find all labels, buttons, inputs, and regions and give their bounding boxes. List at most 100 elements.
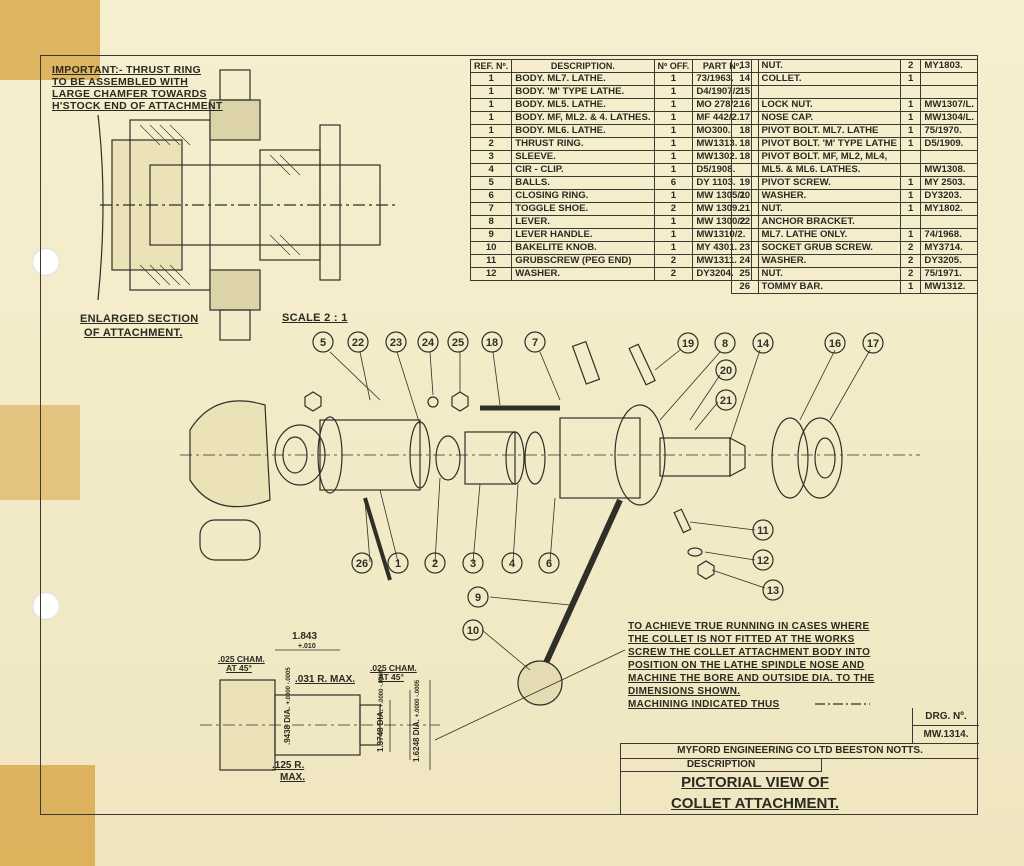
- parts-cell-desc: BODY. ML7. LATHE.: [511, 72, 655, 86]
- balloon-24: 24: [417, 331, 439, 353]
- parts-cell-ref: 4: [469, 163, 513, 177]
- parts-cell-part: MW1307/L.: [920, 98, 978, 112]
- parts-cell-ref: 11: [469, 254, 513, 268]
- dim-bore-dia: .9438 DIA. +.0000 -.0005: [283, 667, 292, 745]
- parts-cell-ref: 23: [731, 241, 759, 255]
- svg-text:11: 11: [757, 525, 769, 537]
- parts-cell-part: [920, 85, 978, 99]
- parts-cell-ref: 1: [469, 98, 513, 112]
- balloon-14: 14: [752, 332, 774, 354]
- svg-text:12: 12: [757, 555, 769, 567]
- parts-cell-off: 1: [653, 124, 694, 138]
- balloon-19: 19: [677, 332, 699, 354]
- svg-text:10: 10: [467, 625, 479, 637]
- title-block: DRG. Nº. MW.1314. MYFORD ENGINEERING CO …: [620, 708, 979, 815]
- parts-cell-ref: 13: [731, 59, 759, 73]
- parts-cell-part: [920, 150, 978, 164]
- parts-cell-desc: PIVOT BOLT. ML7. LATHE: [757, 124, 901, 138]
- dim-outer-dia-1: 1.3748 DIA. +.0000 -.0004: [376, 669, 385, 752]
- balloon-4: 4: [501, 552, 523, 574]
- svg-text:22: 22: [352, 337, 364, 349]
- parts-cell-off: 6: [653, 176, 694, 190]
- enlarged-section-view: [97, 69, 395, 341]
- parts-cell-part: MW1304/L.: [920, 111, 978, 125]
- parts-cell-ref: 26: [731, 280, 759, 294]
- tape-top-left: [0, 0, 100, 80]
- parts-cell-off: 2: [899, 267, 922, 281]
- parts-cell-desc: ANCHOR BRACKET.: [757, 215, 901, 229]
- parts-cell-off: 1: [653, 215, 694, 229]
- parts-cell-ref: 1: [469, 111, 513, 125]
- svg-text:18: 18: [486, 337, 498, 349]
- parts-cell-desc: BALLS.: [511, 176, 655, 190]
- parts-table-row: ML5. & ML6. LATHES.MW1308.: [731, 163, 978, 177]
- dim-chamfer-right: .025 CHAM.AT 45°: [370, 663, 417, 682]
- balloon-6: 6: [538, 552, 560, 574]
- parts-cell-ref: 12: [469, 267, 513, 281]
- balloon-23: 23: [385, 331, 407, 353]
- parts-cell-ref: 21: [731, 202, 759, 216]
- balloon-3: 3: [462, 552, 484, 574]
- parts-cell-off: 2: [899, 254, 922, 268]
- svg-text:13: 13: [767, 585, 779, 597]
- parts-cell-desc: NOSE CAP.: [757, 111, 901, 125]
- parts-cell-ref: 5: [469, 176, 513, 190]
- parts-cell-desc: ML7. LATHE ONLY.: [757, 228, 901, 242]
- parts-cell-off: 1: [653, 85, 694, 99]
- parts-cell-off: 1: [653, 111, 694, 125]
- parts-cell-part: D5/1909.: [920, 137, 978, 151]
- parts-cell-desc: GRUBSCREW (PEG END): [511, 254, 655, 268]
- part-balloons: 5 22 23 24 25 18 7 19 8 14 16 17 20 21 1…: [312, 331, 884, 641]
- scale-label: SCALE 2 : 1: [282, 312, 348, 324]
- parts-cell-ref: 2: [469, 137, 513, 151]
- parts-cell-off: 2: [653, 202, 694, 216]
- parts-cell-off: 2: [899, 241, 922, 255]
- parts-cell-off: 1: [899, 111, 922, 125]
- parts-cell-off: 1: [653, 150, 694, 164]
- balloon-1: 1: [387, 552, 409, 574]
- parts-table-header: REF. Nº. DESCRIPTION. Nº OFF. PART Nº.: [469, 59, 753, 73]
- parts-cell-desc: TOGGLE SHOE.: [511, 202, 655, 216]
- parts-cell-desc: SOCKET GRUB SCREW.: [757, 241, 901, 255]
- parts-cell-off: 2: [899, 59, 922, 73]
- important-note: IMPORTANT:- THRUST RING TO BE ASSEMBLED …: [52, 64, 223, 112]
- parts-cell-ref: 22: [731, 215, 759, 229]
- drawing-title: PICTORIAL VIEW OF COLLET ATTACHMENT.: [620, 772, 979, 815]
- parts-cell-off: 1: [653, 189, 694, 203]
- svg-text:14: 14: [757, 338, 770, 350]
- svg-text:5: 5: [320, 337, 326, 349]
- parts-cell-ref: 18: [731, 150, 759, 164]
- svg-text:1: 1: [395, 558, 401, 570]
- parts-cell-part: [920, 72, 978, 86]
- parts-cell-off: 1: [899, 72, 922, 86]
- parts-cell-ref: 24: [731, 254, 759, 268]
- parts-cell-ref: 8: [469, 215, 513, 229]
- parts-cell-part: DY3205.: [920, 254, 978, 268]
- parts-cell-ref: 3: [469, 150, 513, 164]
- parts-cell-desc: NUT.: [757, 267, 901, 281]
- parts-cell-off: 1: [653, 137, 694, 151]
- parts-cell-part: MY1802.: [920, 202, 978, 216]
- exploded-parts: [180, 340, 920, 706]
- parts-cell-desc: NUT.: [757, 59, 901, 73]
- parts-cell-off: 1: [899, 189, 922, 203]
- parts-cell-part: 74/1968.: [920, 228, 978, 242]
- parts-cell-part: MY 2503.: [920, 176, 978, 190]
- parts-cell-off: 1: [653, 72, 694, 86]
- leader-lines: [329, 349, 871, 741]
- parts-cell-off: [899, 163, 922, 177]
- parts-table-left: REF. Nº. DESCRIPTION. Nº OFF. PART Nº. 1…: [469, 59, 753, 281]
- parts-cell-off: 1: [899, 280, 922, 294]
